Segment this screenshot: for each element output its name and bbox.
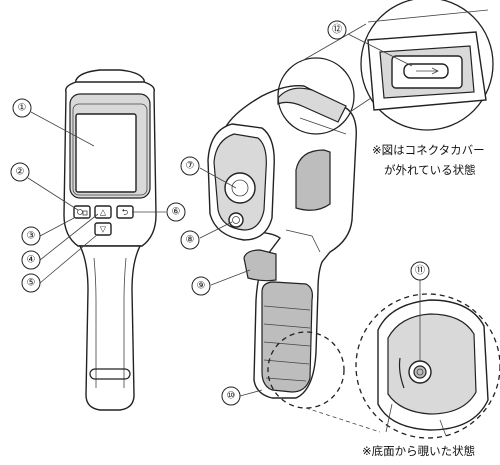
callout-9: ⑨ [191, 276, 211, 296]
leader-lines [27, 33, 421, 397]
svg-text:⑫: ⑫ [332, 24, 342, 36]
svg-text:⑦: ⑦ [186, 161, 195, 172]
bottom-zoom [305, 293, 500, 439]
up-button-glyph: △ [100, 208, 107, 217]
zoom-origin-top [277, 57, 355, 135]
svg-text:⑨: ⑨ [197, 281, 206, 292]
svg-text:⑤: ⑤ [27, 278, 36, 289]
cover-note-line1: ※図はコネクタカバー [372, 143, 485, 157]
callout-6: ⑥ [166, 202, 186, 222]
down-button-glyph: ▽ [100, 225, 107, 234]
svg-text:①: ① [18, 103, 27, 114]
connector-zoom [360, 0, 494, 131]
callout-1: ① [12, 98, 32, 118]
svg-text:②: ② [16, 167, 25, 178]
svg-text:⑧: ⑧ [186, 235, 195, 246]
zoom-origin-bottom [267, 331, 345, 409]
callout-7: ⑦ [180, 156, 200, 176]
svg-text:⑥: ⑥ [172, 207, 181, 218]
svg-text:⑩: ⑩ [227, 391, 236, 402]
bottom-note: ※底面から覗いた状態 [362, 444, 476, 458]
callout-11: ⑪ [410, 261, 430, 281]
callout-5: ⑤ [21, 273, 41, 293]
callout-3: ③ [21, 226, 41, 246]
callout-8: ⑧ [180, 230, 200, 250]
callout-12: ⑫ [327, 20, 347, 40]
svg-text:③: ③ [27, 231, 36, 242]
callout-4: ④ [21, 250, 41, 270]
callout-2: ② [10, 162, 30, 182]
callout-10: ⑩ [221, 386, 241, 406]
svg-text:④: ④ [27, 255, 36, 266]
svg-text:⑪: ⑪ [415, 265, 425, 277]
front-view [63, 69, 157, 411]
back-button-glyph: ⮌ [122, 208, 128, 217]
cover-note-line2: が外れている状態 [384, 163, 476, 177]
side-view [207, 85, 357, 399]
